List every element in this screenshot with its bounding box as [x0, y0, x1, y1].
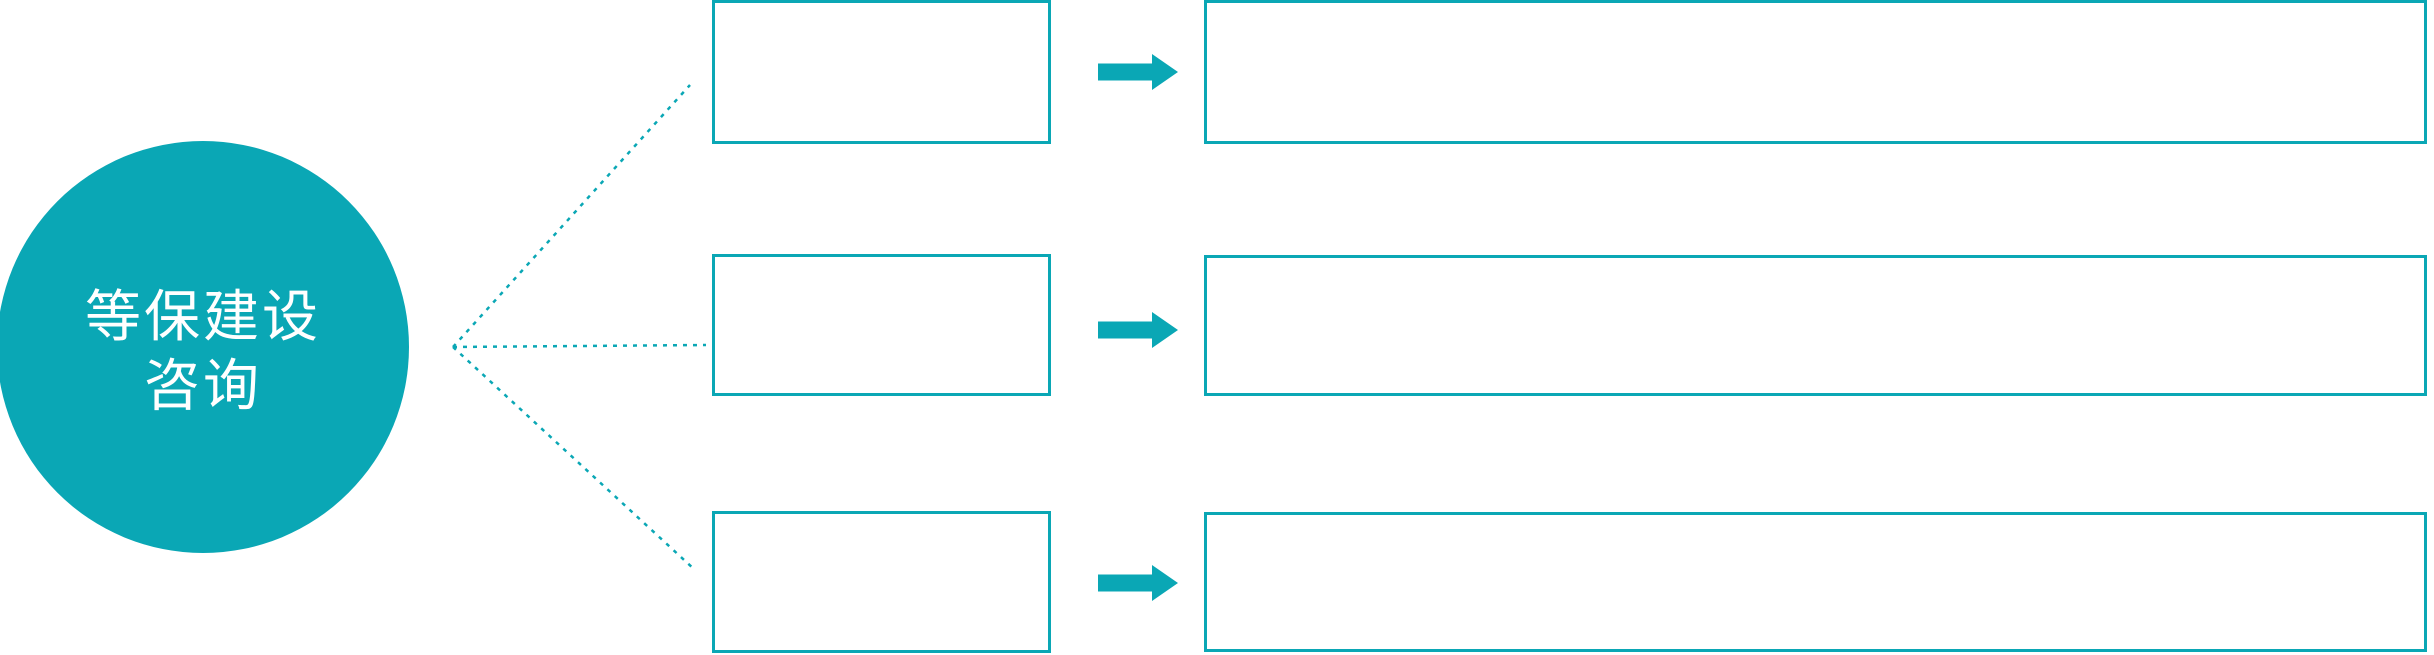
circle-label-line2: 咨询 — [144, 354, 262, 419]
center-circle: 等保建设 咨询 — [0, 141, 409, 553]
arrow-right-icon — [1098, 54, 1178, 90]
small-box-row2 — [712, 254, 1051, 396]
dashed-connector-middle — [452, 343, 707, 349]
large-box-row2 — [1204, 255, 2427, 396]
dashed-connector-top — [452, 84, 691, 348]
large-box-row3 — [1204, 512, 2427, 652]
large-box-row1 — [1204, 0, 2427, 144]
small-box-row1 — [712, 0, 1051, 144]
small-box-row3 — [712, 511, 1051, 653]
arrow-right-icon — [1098, 565, 1178, 601]
circle-label-line1: 等保建设 — [85, 285, 321, 350]
dashed-connector-bottom — [452, 346, 696, 571]
arrow-right-icon — [1098, 312, 1178, 348]
